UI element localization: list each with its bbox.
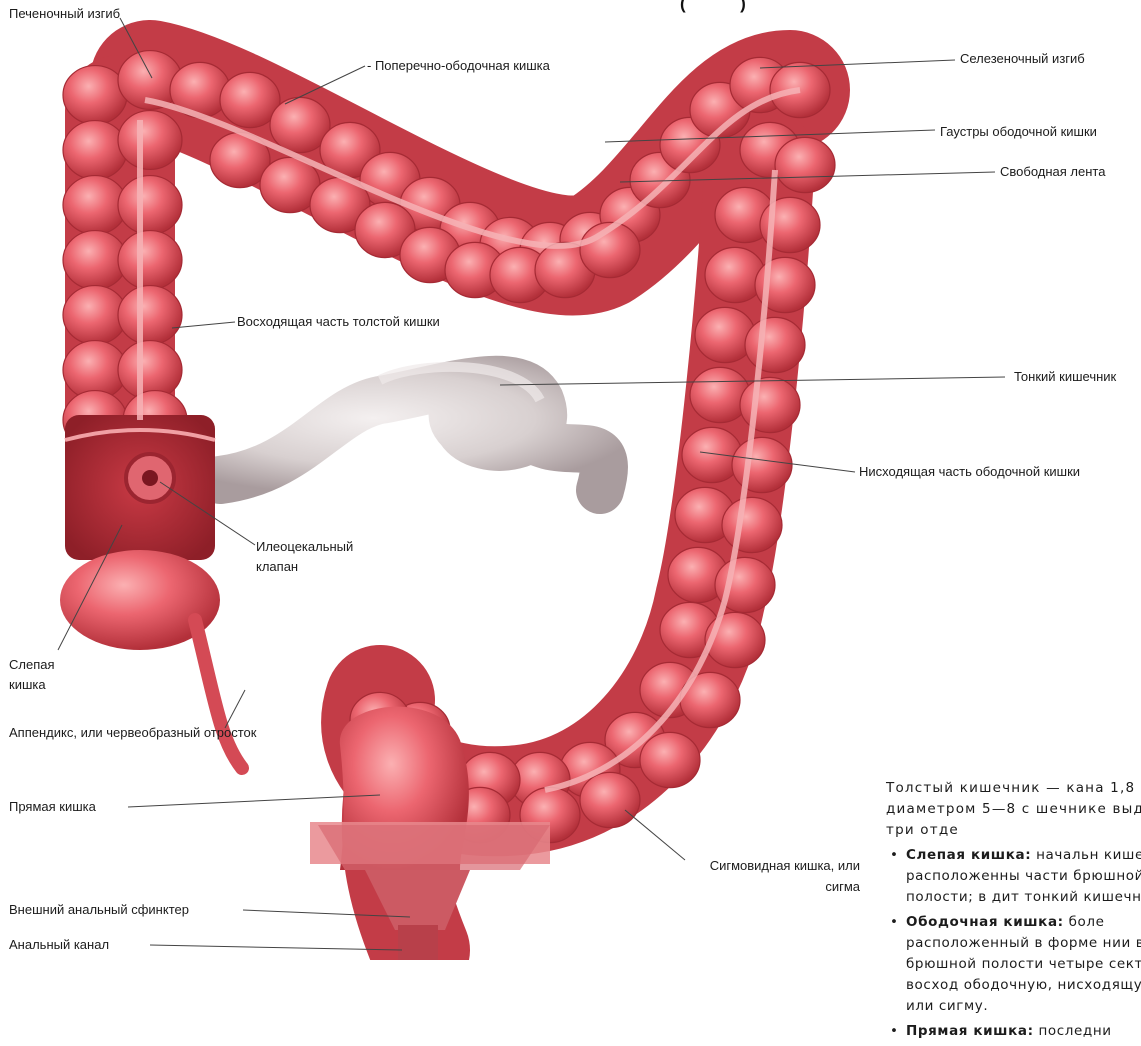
label-sigmoid: Сигмовидная кишка, или сигма [690, 855, 860, 897]
header-fragment: ( ) [680, 0, 748, 14]
haustrum [722, 497, 782, 552]
haustrum [682, 427, 742, 482]
description-term: Прямая кишка: [906, 1023, 1034, 1039]
description-item-text: последни [1034, 1023, 1112, 1039]
label-haustra: Гаустры ободочной кишки [940, 124, 1097, 140]
haustrum [745, 317, 805, 372]
haustrum [118, 231, 182, 290]
description-term: Ободочная кишка: [906, 914, 1064, 930]
label-small-intestine: Тонкий кишечник [1014, 369, 1116, 385]
label-appendix: Аппендикс, или червеобразный отросток [9, 723, 259, 743]
rectum [310, 707, 550, 960]
haustrum [690, 367, 750, 422]
haustrum [118, 286, 182, 345]
description-list: Слепая кишка: начальн кишечника, располо… [886, 845, 1141, 1042]
small-intestine [220, 367, 604, 490]
haustrum [118, 111, 182, 170]
label-transverse-colon: - Поперечно-ободочная кишка [367, 58, 550, 74]
haustrum [740, 377, 800, 432]
haustrum [580, 772, 640, 827]
label-anal-canal: Анальный канал [9, 937, 109, 953]
haustrum [775, 137, 835, 192]
colon-diagram: ( ) Печеночный изгиб - Поперечно-ободочн… [0, 0, 1141, 960]
description-item: Слепая кишка: начальн кишечника, располо… [886, 845, 1141, 908]
cecum-opened [60, 415, 242, 768]
label-rectum: Прямая кишка [9, 799, 96, 815]
leader-line [128, 795, 380, 807]
label-ascending-colon: Восходящая часть толстой кишки [237, 314, 440, 330]
label-cecum: Слепая кишка [9, 655, 79, 695]
haustrum [63, 66, 127, 125]
haustrum [63, 121, 127, 180]
description-text: Толстый кишечник — кана 1,8 м и диаметро… [886, 778, 1141, 1046]
description-item: Прямая кишка: последни [886, 1021, 1141, 1042]
haustrum [695, 307, 755, 362]
label-splenic-flexure: Селезеночный изгиб [960, 51, 1085, 67]
label-ileocecal-valve: Илеоцекальный клапан [256, 537, 386, 577]
label-free-taenia: Свободная лента [1000, 164, 1105, 180]
leader-line [150, 945, 402, 950]
label-external-sphincter: Внешний анальный сфинктер [9, 902, 189, 918]
haustrum [118, 176, 182, 235]
label-hepatic-flexure: Печеночный изгиб [9, 6, 120, 22]
description-item: Ободочная кишка: боле расположенный в фо… [886, 912, 1141, 1017]
description-intro: Толстый кишечник — кана 1,8 м и диаметро… [886, 778, 1141, 841]
haustrum [732, 437, 792, 492]
leader-line [625, 810, 685, 860]
label-descending-colon: Нисходящая часть ободочной кишки [859, 464, 1080, 480]
haustrum [640, 732, 700, 787]
haustrum [705, 247, 765, 302]
description-term: Слепая кишка: [906, 847, 1031, 863]
